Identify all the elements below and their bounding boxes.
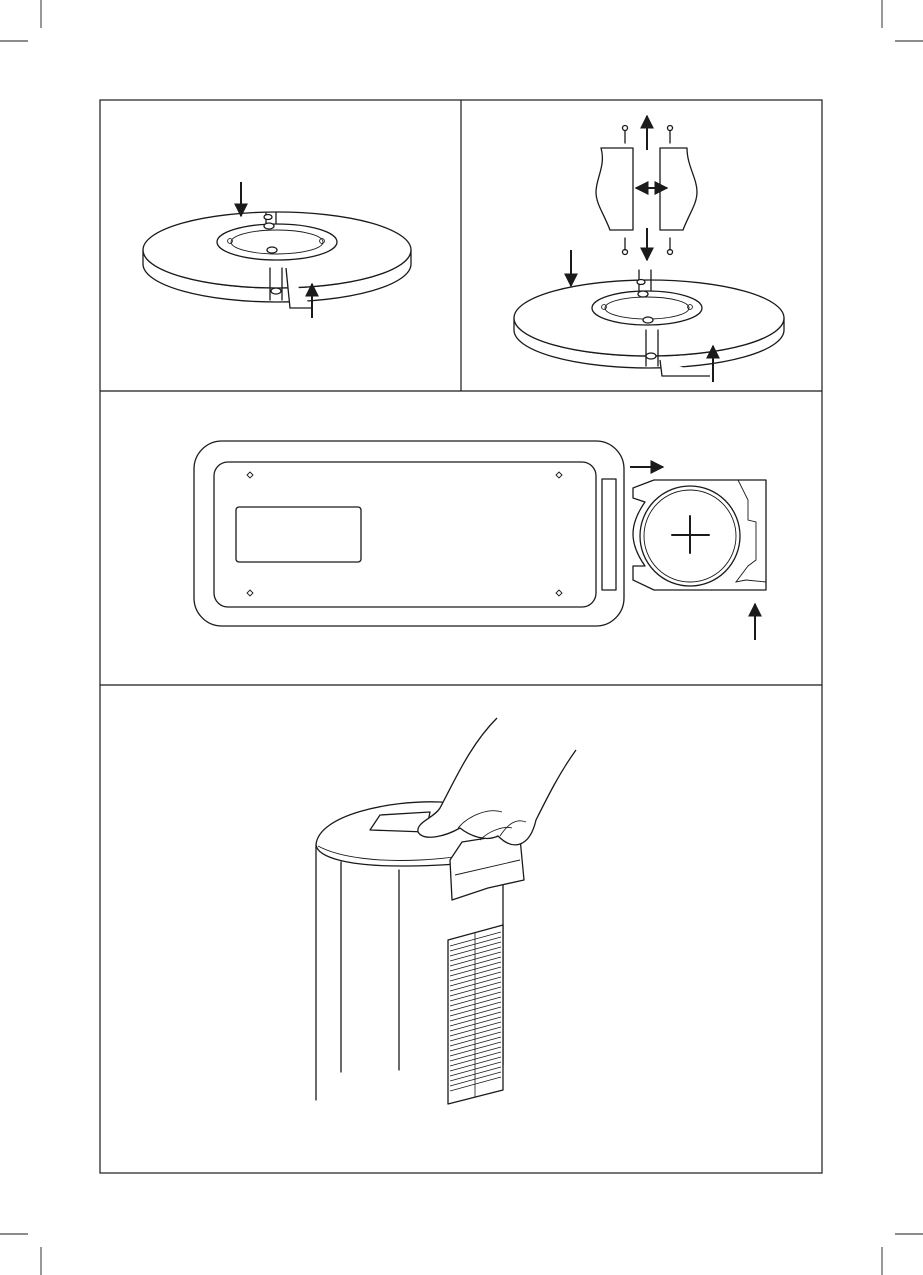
panel-2-base-assembly <box>514 148 784 376</box>
screw-icon <box>668 126 673 144</box>
screw-icon <box>668 238 673 255</box>
panel-1-base-joined <box>143 212 411 308</box>
screw-icon <box>623 126 628 144</box>
battery-icon <box>640 486 740 586</box>
screw-icon <box>623 238 628 255</box>
panel-4-tower-top <box>316 718 576 1104</box>
